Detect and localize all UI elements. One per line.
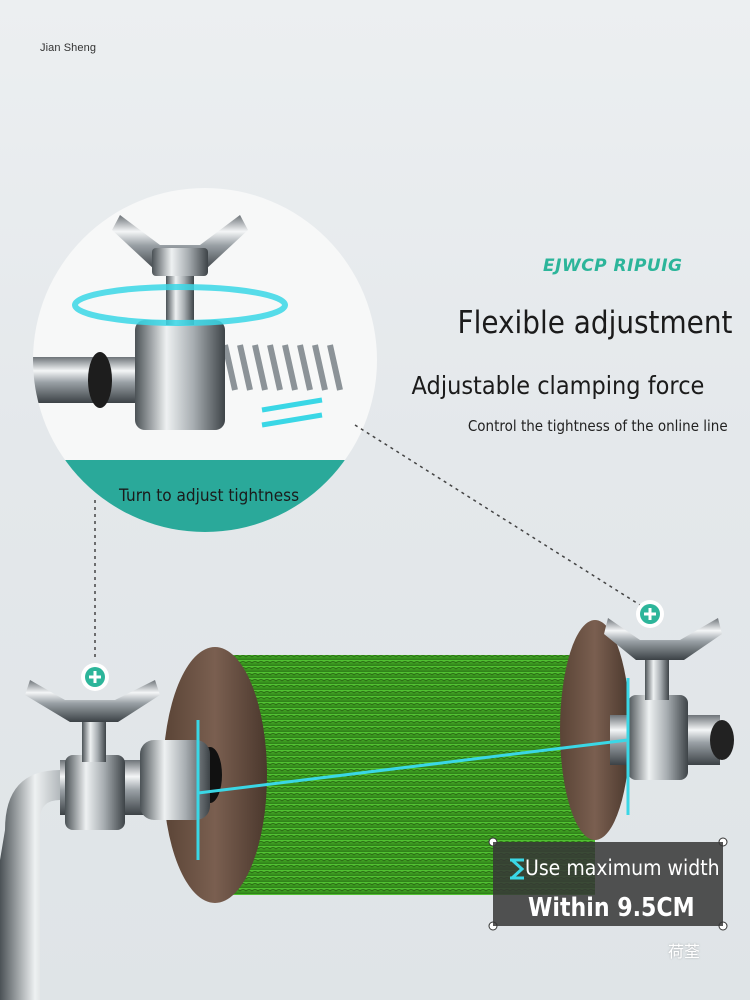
brand-name: Jian Sheng <box>40 42 97 54</box>
subheading: Adjustable clamping force <box>411 371 704 400</box>
page-title: Flexible adjustment <box>457 305 732 341</box>
dimension-label-box <box>493 842 723 926</box>
dimension-value: Within 9.5CM <box>528 893 695 923</box>
stylized-text: EJWCP RIPUIG <box>543 256 683 276</box>
bracket-icon <box>510 858 525 880</box>
circle-caption: Turn to adjust tightness <box>119 486 300 506</box>
dimension-label: Use maximum width <box>525 856 720 880</box>
plus-icon <box>636 600 664 628</box>
plus-icon <box>81 663 109 691</box>
watermark: 荷荃 <box>668 944 701 961</box>
description: Control the tightness of the online line <box>468 417 728 435</box>
dimension-lines <box>196 678 630 860</box>
